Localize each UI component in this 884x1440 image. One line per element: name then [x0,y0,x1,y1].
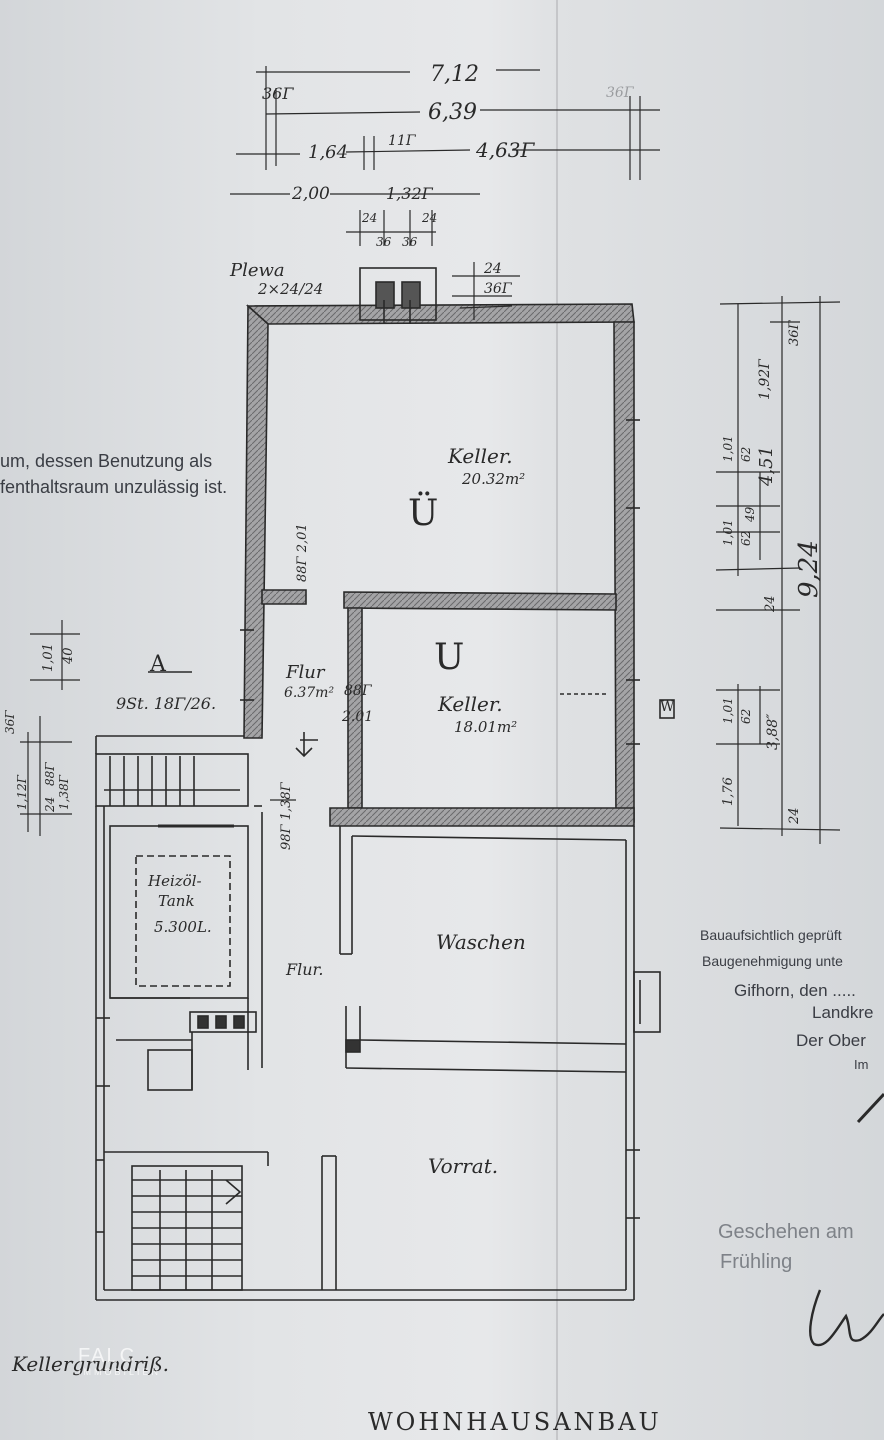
dim-4635: 4,63Γ [476,138,535,162]
oil-tank [135,855,231,987]
keller1-mark: Ü [408,493,439,534]
dim-115: 11Γ [388,133,416,149]
dim-36a: 36 [376,235,392,249]
plan-caption: Kellergrundriß. [12,1352,170,1376]
stamp-faint1: Geschehen am [718,1221,854,1243]
stamp-line4: Landkre [812,1003,874,1022]
dim-second: 6,39 [428,100,477,125]
dim-24a: 24 [362,211,378,225]
stair-treads-upper [104,756,240,806]
door-201-lower: 2.01 [342,709,374,725]
logo-name: FALC [78,1345,137,1367]
chimney [359,267,437,321]
dim-1325: 1,32Γ [386,184,433,203]
dim-24-chimney: 24 [484,261,502,277]
keller2-label: Keller. [438,692,503,716]
flur-lower-label: Flur. [286,960,324,979]
paper-fold [556,0,558,1440]
flur-upper-area: 6.37m² [284,685,335,701]
dim-36b: 36 [402,235,418,249]
keller2-area: 18.01m² [454,718,518,736]
watermark-logo: FALC IMMOBILIEN [78,1346,161,1377]
logo-sub: IMMOBILIEN [78,1367,162,1377]
dim-200: 2,00 [292,184,330,204]
keller2-mark: U [434,637,465,678]
stamp-line3: Gifhorn, den ..... [734,981,856,1000]
stamp-line2: Baugenehmigung unte [702,953,843,969]
stair-treads-lower [132,1170,242,1290]
stamp-faint2: Frühling [720,1251,793,1273]
wall-partition-keller [343,591,617,611]
tank-line3: 5.300L. [154,918,212,936]
flur-upper-label: Flur [286,662,325,683]
dimension-lines [20,66,841,844]
keller1-label: Keller. [448,444,513,468]
stamp-line6: Im [854,1057,869,1072]
note-left-line2: fenthaltsraum unzulässig ist. [0,477,228,497]
keller1-area: 20.32m² [462,470,526,488]
vorrat-label: Vorrat. [428,1154,499,1178]
stamp-line5: Der Ober [796,1031,866,1050]
section-mark-a: A [150,652,166,677]
tank-line1: Heizöl- [148,872,202,890]
plewa-dims: 2×24/24 [258,280,324,298]
plan-footer-title: WOHNHAUSANBAU [368,1408,662,1436]
window-bay [633,971,661,1033]
dim-164: 1,64 [308,142,349,163]
waschen-label: Waschen [436,930,526,954]
dim-36-top-right: 36Γ [606,85,634,101]
wall-stub-left [261,589,307,605]
door-885-lower: 88Γ [344,683,372,699]
stamp-line1: Bauaufsichtlich geprüft [700,927,842,943]
stair-upper [95,753,249,807]
note-left-line1: um, dessen Benutzung als [0,451,213,471]
vent-mark: W [660,699,675,715]
dim-36-top-left: 36Γ [262,84,294,103]
dim-top-total: 7,12 [430,62,479,87]
stairs-dims: 9St. 18Γ/26. [116,694,217,713]
plewa-label: Plewa [230,260,285,281]
dim-36-chimney: 36Γ [484,281,512,297]
plan-lines [95,267,675,1301]
dim-24b: 24 [422,211,438,225]
tank-line2: Tank [158,892,195,910]
